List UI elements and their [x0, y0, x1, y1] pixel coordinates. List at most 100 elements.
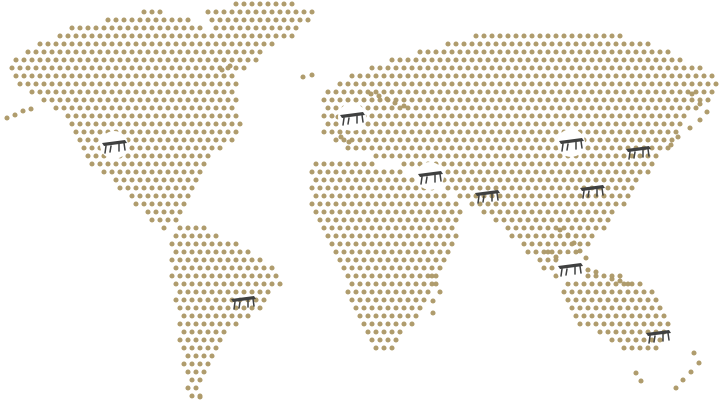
land-dot [21, 73, 27, 79]
land-dot [589, 281, 595, 287]
land-dot [209, 353, 215, 359]
land-dot [345, 273, 351, 279]
land-dot [389, 137, 395, 143]
land-dot [109, 105, 115, 111]
land-dot [680, 377, 686, 383]
land-dot [597, 281, 603, 287]
land-dot [197, 153, 203, 159]
land-dot [605, 153, 611, 159]
land-dot [481, 49, 487, 55]
land-dot [229, 121, 235, 127]
land-dot [613, 121, 619, 127]
land-dot [197, 57, 203, 63]
land-dot [597, 57, 603, 63]
land-dot [481, 161, 487, 167]
land-dot [337, 209, 343, 215]
land-dot [113, 113, 119, 119]
land-dot [161, 113, 167, 119]
land-dot [605, 89, 611, 95]
land-dot [397, 217, 403, 223]
land-dot [209, 49, 215, 55]
land-dot [121, 129, 127, 135]
land-dot [389, 153, 395, 159]
land-dot [701, 89, 707, 95]
land-dot [377, 241, 383, 247]
land-dot [641, 113, 647, 119]
land-dot [277, 281, 283, 287]
land-dot [413, 297, 419, 303]
land-dot [629, 329, 635, 335]
land-dot [169, 177, 175, 183]
land-dot [501, 73, 507, 79]
land-dot [517, 89, 523, 95]
land-dot [237, 41, 243, 47]
land-dot [125, 73, 131, 79]
land-dot [385, 257, 391, 263]
land-dot [465, 113, 471, 119]
land-dot [105, 81, 111, 87]
land-dot [513, 113, 519, 119]
land-dot [638, 378, 644, 384]
land-dot [409, 177, 415, 183]
land-dot [157, 57, 163, 63]
land-dot [473, 145, 479, 151]
land-dot [585, 65, 591, 71]
land-dot [477, 153, 483, 159]
land-dot [133, 89, 139, 95]
land-dot [373, 153, 379, 159]
land-dot [205, 137, 211, 143]
land-dot [621, 297, 627, 303]
land-dot [177, 17, 183, 23]
land-dot [381, 89, 387, 95]
land-dot [193, 273, 199, 279]
land-dot [461, 57, 467, 63]
land-dot [357, 233, 363, 239]
land-dot [589, 297, 595, 303]
land-dot [353, 97, 359, 103]
land-dot [557, 249, 563, 255]
land-dot [61, 105, 67, 111]
land-dot [233, 33, 239, 39]
land-dot [77, 25, 83, 31]
land-dot [545, 193, 551, 199]
land-dot [441, 49, 447, 55]
land-dot [637, 89, 643, 95]
land-dot [605, 121, 611, 127]
land-dot [405, 73, 411, 79]
land-dot [373, 281, 379, 287]
land-dot [709, 89, 715, 95]
land-dot [153, 129, 159, 135]
land-dot [597, 329, 603, 335]
land-dot [321, 177, 327, 183]
land-dot [545, 81, 551, 87]
land-dot [401, 241, 407, 247]
land-dot [345, 193, 351, 199]
land-dot [465, 145, 471, 151]
land-dot [377, 321, 383, 327]
land-dot [413, 185, 419, 191]
land-dot [553, 161, 559, 167]
land-dot [557, 105, 563, 111]
land-dot [405, 217, 411, 223]
land-dot [585, 273, 591, 279]
land-dot [257, 33, 263, 39]
land-dot [145, 97, 151, 103]
land-dot [497, 193, 503, 199]
land-dot [509, 89, 515, 95]
land-dot [397, 329, 403, 335]
land-dot [137, 17, 143, 23]
land-dot [521, 209, 527, 215]
land-dot [113, 33, 119, 39]
land-dot [501, 217, 507, 223]
land-dot [149, 201, 155, 207]
land-dot [193, 241, 199, 247]
land-dot [521, 145, 527, 151]
land-dot [193, 337, 199, 343]
land-dot [181, 41, 187, 47]
land-dot [377, 273, 383, 279]
land-dot [193, 161, 199, 167]
land-dot [625, 129, 631, 135]
land-dot [137, 97, 143, 103]
land-dot [105, 65, 111, 71]
land-dot [357, 185, 363, 191]
